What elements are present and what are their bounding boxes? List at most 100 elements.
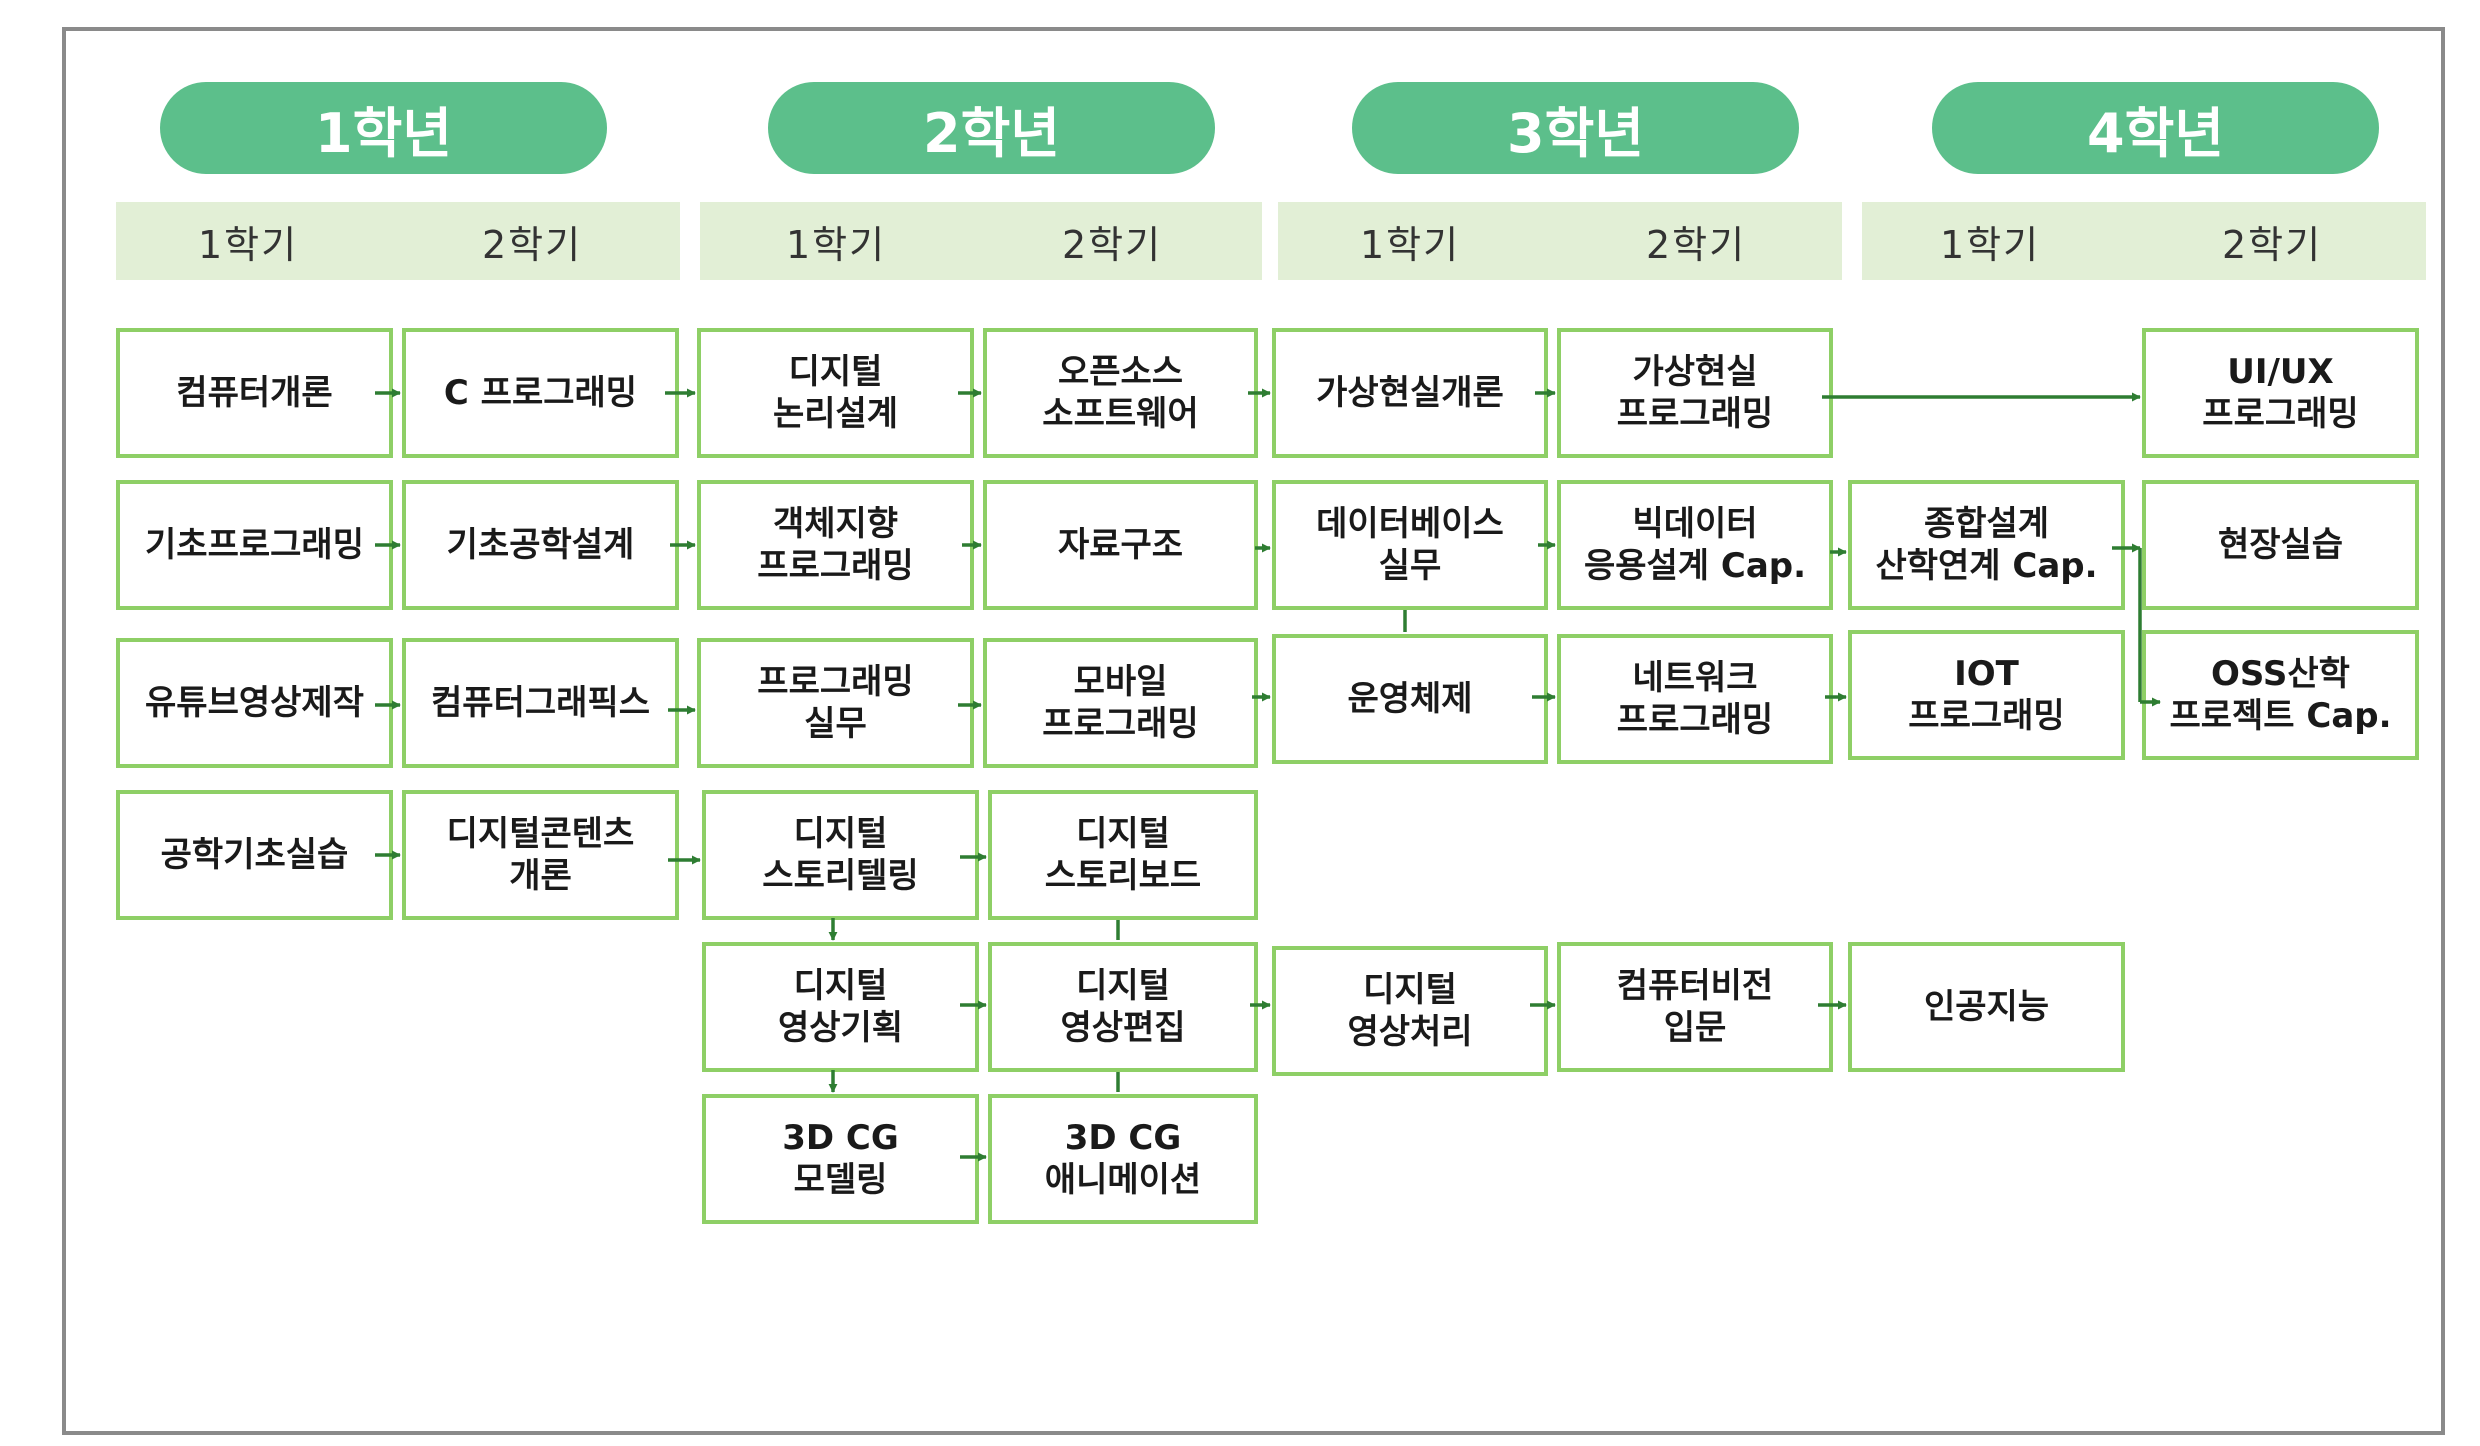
course-line: 디지털 bbox=[1076, 966, 1170, 1006]
course-line: 오픈소스 bbox=[1057, 352, 1184, 392]
course-box: 자료구조 bbox=[983, 480, 1258, 610]
year-pill-3: 3학년 bbox=[1352, 82, 1799, 174]
course-line: 디지털 bbox=[1076, 814, 1170, 854]
course-line: 모바일 bbox=[1073, 662, 1168, 702]
course-line: 기초공학설계 bbox=[446, 525, 635, 565]
course-line: 프로그래밍 bbox=[1908, 696, 2065, 736]
course-line: 디지털 bbox=[793, 966, 888, 1006]
course-line: IOT bbox=[1954, 654, 2019, 694]
course-line: 종합설계 bbox=[1923, 504, 2050, 544]
semester-band-3 bbox=[1278, 202, 1842, 280]
course-line: 자료구조 bbox=[1057, 525, 1184, 565]
semester-label: 2학기 bbox=[2221, 222, 2323, 267]
course-line: 프로그래밍 bbox=[1616, 394, 1774, 434]
course-line: 영상편집 bbox=[1060, 1008, 1186, 1048]
course-box: 기초공학설계 bbox=[402, 480, 679, 610]
course-line: 디지털콘텐츠 bbox=[446, 814, 635, 854]
course-line: 프로그래밍 bbox=[2202, 394, 2359, 434]
course-line: C 프로그래밍 bbox=[443, 373, 638, 413]
course-line: 3D CG bbox=[1064, 1118, 1182, 1158]
course-line: 프로젝트 Cap. bbox=[2169, 696, 2392, 736]
semester-band-4 bbox=[1862, 202, 2426, 280]
year-pill-1: 1학년 bbox=[160, 82, 607, 174]
course-line: 기초프로그래밍 bbox=[145, 525, 364, 565]
semester-label: 2학기 bbox=[481, 222, 583, 267]
course-line: 컴퓨터그래픽스 bbox=[431, 683, 650, 723]
course-box: 가상현실개론 bbox=[1272, 328, 1548, 458]
course-line: 디지털 bbox=[1363, 970, 1457, 1010]
course-line: 공학기초실습 bbox=[160, 835, 349, 875]
course-line: 유튜브영상제작 bbox=[145, 683, 364, 723]
course-box: 컴퓨터그래픽스 bbox=[402, 638, 679, 768]
course-line: 프로그래밍 bbox=[1042, 704, 1199, 744]
course-line: 인공지능 bbox=[1923, 987, 2050, 1027]
course-box: 운영체제 bbox=[1272, 634, 1548, 764]
course-box: 인공지능 bbox=[1848, 942, 2125, 1072]
course-line: 스토리텔링 bbox=[762, 856, 919, 896]
course-line: 영상기획 bbox=[777, 1008, 904, 1048]
course-line: 현장실습 bbox=[2217, 525, 2344, 565]
course-line: 가상현실개론 bbox=[1316, 373, 1504, 413]
course-box: 공학기초실습 bbox=[116, 790, 393, 920]
course-line: 프로그래밍 bbox=[757, 662, 914, 702]
course-line: 컴퓨터개론 bbox=[176, 373, 333, 413]
year-pill-2: 2학년 bbox=[768, 82, 1215, 174]
semester-band-1 bbox=[116, 202, 680, 280]
course-line: 가상현실 bbox=[1632, 352, 1758, 392]
semester-label: 1학기 bbox=[197, 222, 299, 267]
course-line: 개론 bbox=[509, 856, 572, 896]
course-line: 프로그래밍 bbox=[757, 546, 914, 586]
course-line: 실무 bbox=[804, 704, 867, 744]
course-line: 산학연계 Cap. bbox=[1875, 546, 2098, 586]
year-pill-4: 4학년 bbox=[1932, 82, 2379, 174]
course-line: 디지털 bbox=[788, 352, 883, 392]
course-line: 디지털 bbox=[793, 814, 888, 854]
course-box: 기초프로그래밍 bbox=[116, 480, 393, 610]
course-line: 스토리보드 bbox=[1044, 856, 1202, 896]
course-box: 현장실습 bbox=[2142, 480, 2419, 610]
course-line: 데이터베이스 bbox=[1316, 504, 1504, 544]
course-line: 네트워크 bbox=[1632, 658, 1758, 698]
course-line: 운영체제 bbox=[1347, 679, 1473, 719]
semester-label: 2학기 bbox=[1061, 222, 1163, 267]
course-line: 응용설계 Cap. bbox=[1583, 546, 1807, 586]
course-line: 모델링 bbox=[793, 1160, 888, 1200]
course-line: 빅데이터 bbox=[1632, 504, 1758, 544]
semester-label: 1학기 bbox=[1939, 222, 2041, 267]
semester-band-2 bbox=[700, 202, 1262, 280]
course-line: 애니메이션 bbox=[1044, 1160, 1202, 1200]
course-line: 영상처리 bbox=[1347, 1012, 1473, 1052]
course-line: 실무 bbox=[1378, 546, 1442, 586]
course-line: OSS산학 bbox=[2211, 654, 2350, 694]
semester-label: 2학기 bbox=[1645, 222, 1747, 267]
course-line: 컴퓨터비전 bbox=[1616, 966, 1774, 1006]
course-line: 입문 bbox=[1663, 1008, 1727, 1048]
course-line: 객체지향 bbox=[772, 504, 899, 544]
course-box: 유튜브영상제작 bbox=[116, 638, 393, 768]
diagram-frame bbox=[62, 27, 2445, 1435]
semester-label: 1학기 bbox=[785, 222, 887, 267]
semester-label: 1학기 bbox=[1359, 222, 1461, 267]
course-line: 3D CG bbox=[782, 1118, 899, 1158]
course-box: C 프로그래밍 bbox=[402, 328, 679, 458]
